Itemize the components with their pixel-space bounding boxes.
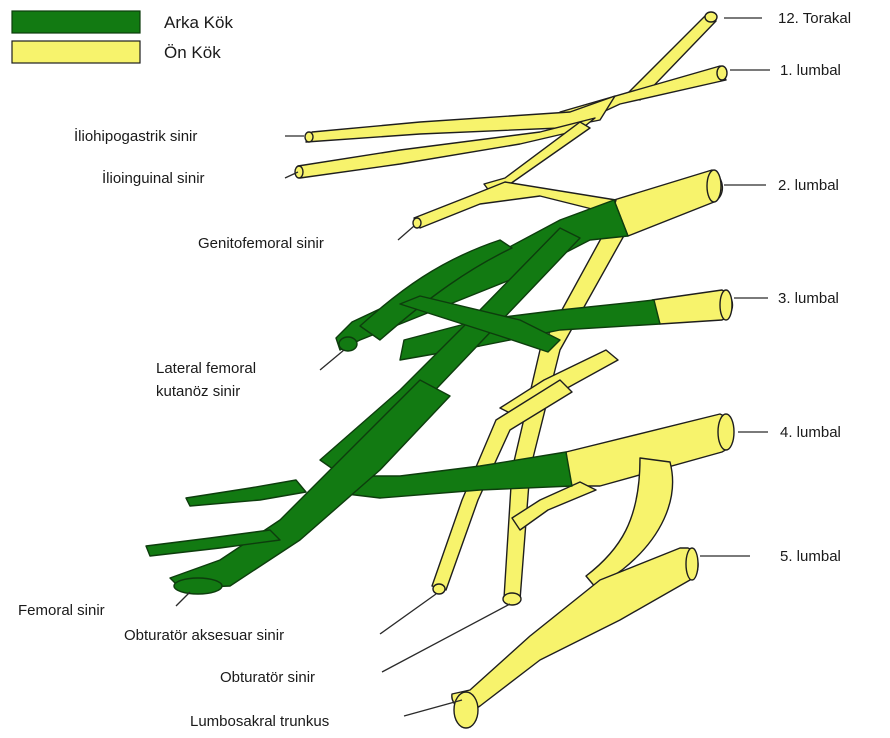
accessory-obturator-end-cap [433, 584, 445, 594]
legend-label-posterior: Arka Kök [164, 13, 233, 32]
iliohypogastric-end-cap [305, 132, 313, 142]
label-accessory-obturator: Obturatör aksesuar sinir [124, 627, 284, 644]
leader-lumbosacral [404, 700, 462, 716]
label-iliohypogastric: İliohipogastrik sinir [74, 127, 197, 145]
root-labels: 12. Torakal 1. lumbal 2. lumbal 3. lumba… [778, 10, 851, 565]
lumbosacral-end-cap [454, 692, 478, 728]
leader-femoral [176, 592, 190, 606]
femoral-branch-upper [186, 480, 306, 506]
label-t12: 12. Torakal [778, 10, 851, 27]
label-lumbosacral: Lumbosakral trunkus [190, 713, 329, 730]
ilioinguinal-end-cap [295, 166, 303, 178]
label-obturator: Obturatör sinir [220, 669, 315, 686]
legend-swatch-anterior [12, 41, 140, 63]
femoral-end-cap [174, 578, 222, 594]
label-genitofemoral: Genitofemoral sinir [198, 235, 324, 252]
l4-end-cap [718, 414, 734, 450]
label-femoral: Femoral sinir [18, 602, 105, 619]
legend-swatch-posterior [12, 11, 140, 33]
l2-root-anterior [614, 170, 722, 236]
lateral-femoral-end-cap [339, 337, 357, 351]
label-lateral-femoral-line1: Lateral femoral [156, 360, 256, 377]
l1-end-cap [717, 66, 727, 80]
leader-accessory-obturator [380, 594, 436, 634]
l5-end-cap [686, 548, 698, 580]
label-l1: 1. lumbal [780, 62, 841, 79]
lumbosacral-trunk [452, 548, 698, 710]
nerve-labels: İliohipogastrik sinir İlioinguinal sinir… [18, 127, 329, 730]
label-l4: 4. lumbal [780, 424, 841, 441]
l2-end-cap [707, 170, 721, 202]
obturator-end-cap [503, 593, 521, 605]
t12-end-cap [705, 12, 717, 22]
l3-end-cap [720, 290, 732, 320]
label-lateral-femoral-line2: kutanöz sinir [156, 383, 240, 400]
leader-obturator [382, 604, 510, 672]
legend-label-anterior: Ön Kök [164, 43, 221, 62]
legend: Arka Kök Ön Kök [12, 11, 233, 63]
label-l5: 5. lumbal [780, 548, 841, 565]
anterior-root-nerves [298, 13, 733, 710]
label-ilioinguinal: İlioinguinal sinir [102, 169, 205, 187]
label-l2: 2. lumbal [778, 177, 839, 194]
leader-genitofemoral [398, 226, 414, 240]
leader-lateral-femoral [320, 350, 344, 370]
label-l3: 3. lumbal [778, 290, 839, 307]
